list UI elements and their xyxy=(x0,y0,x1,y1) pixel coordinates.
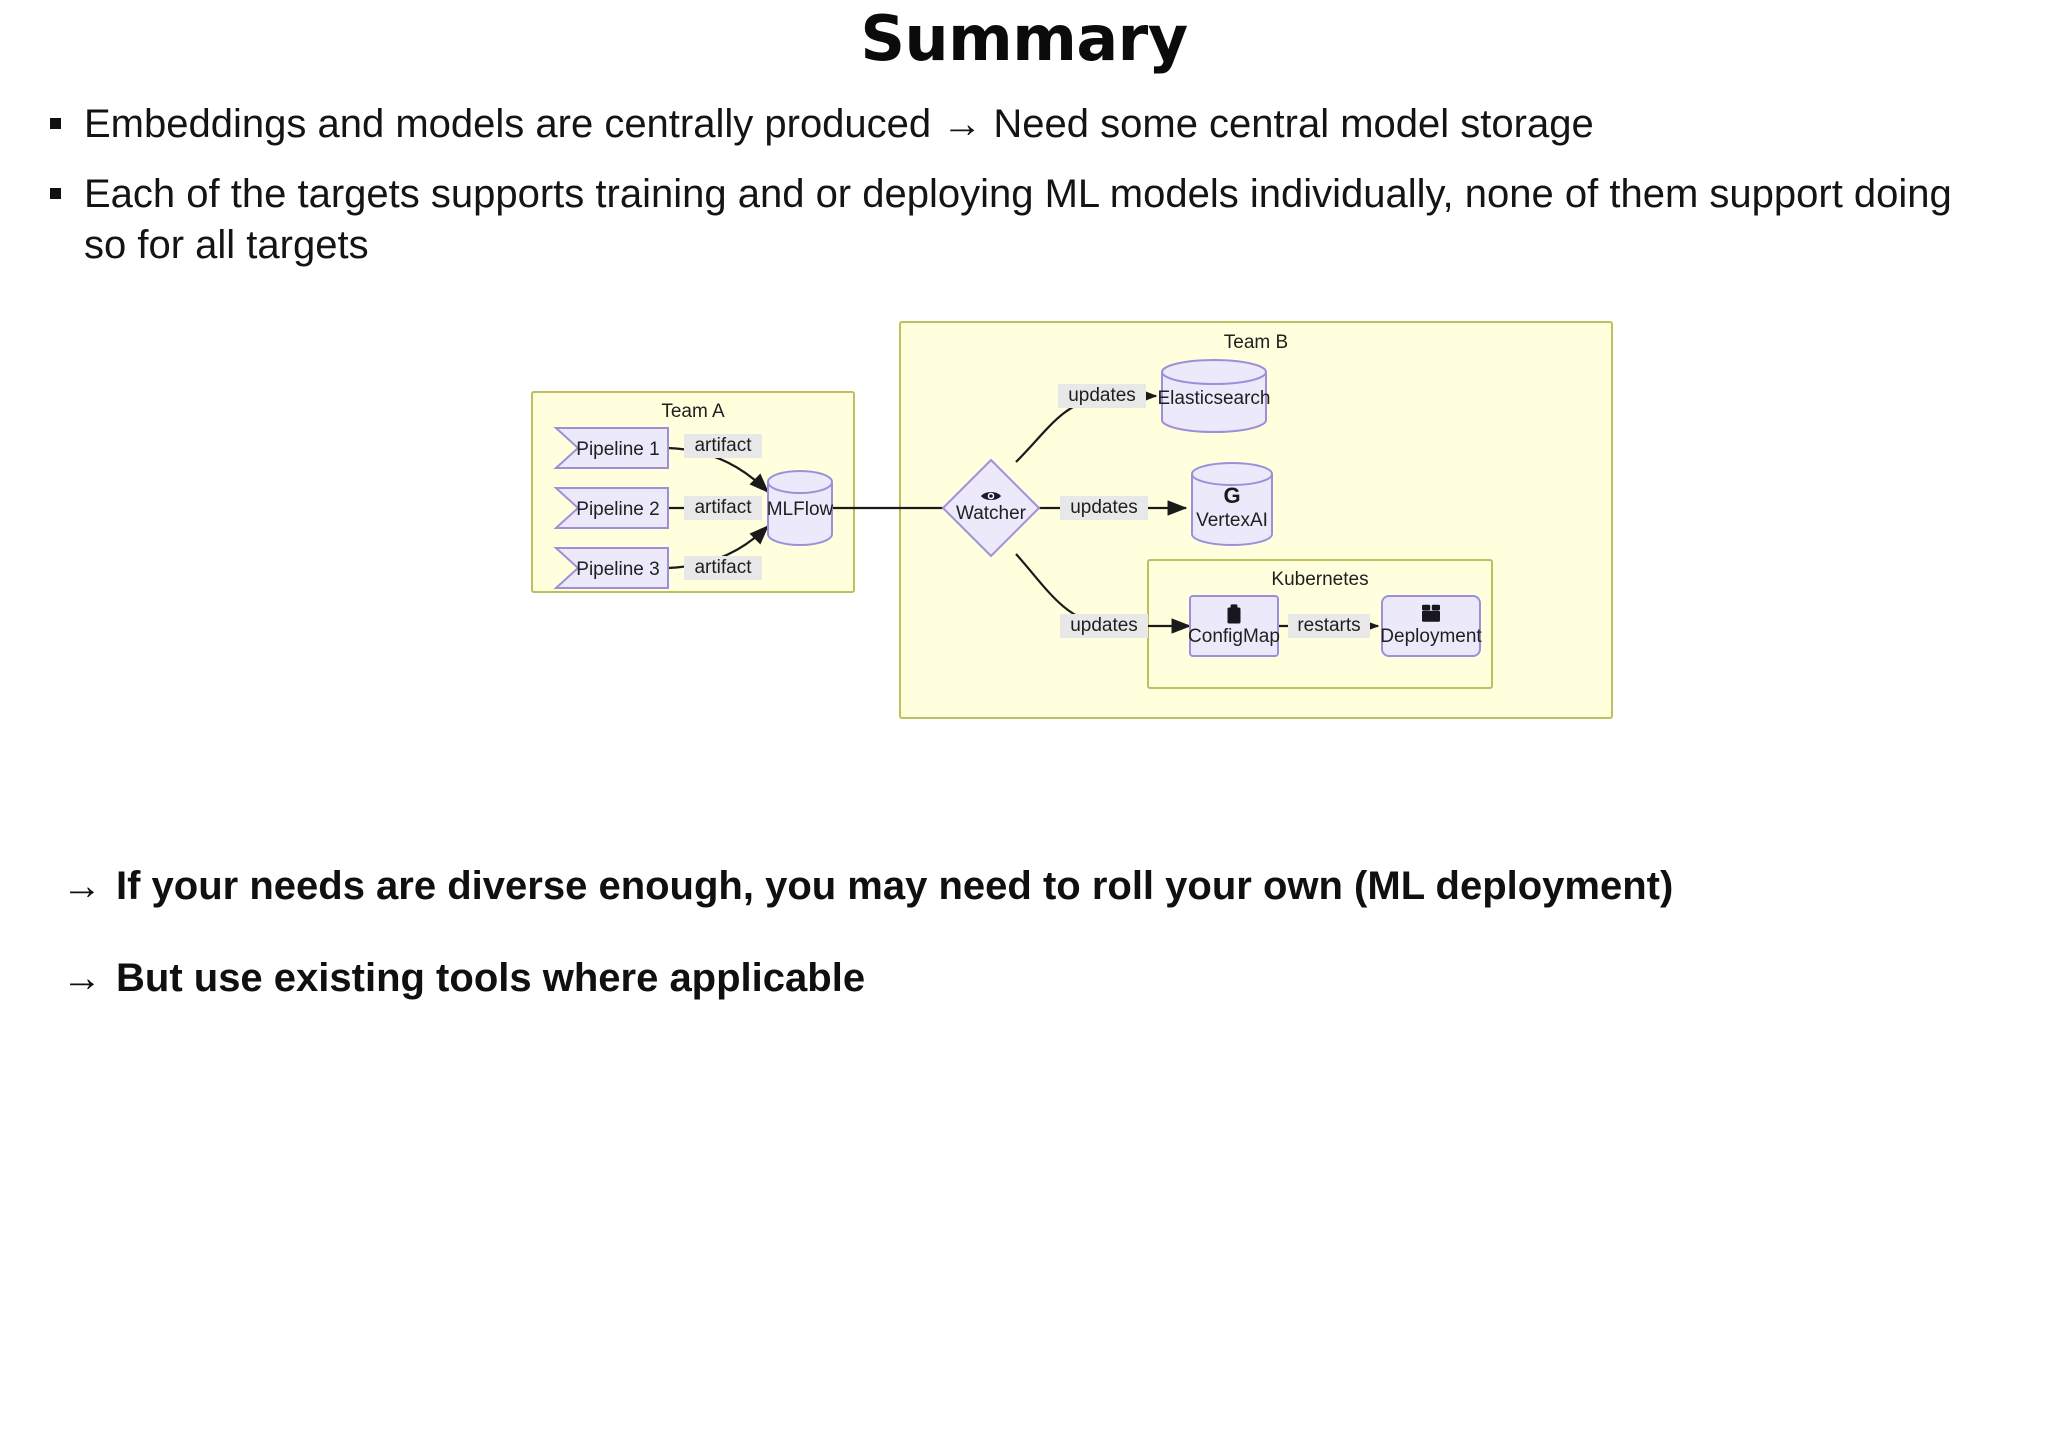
svg-text:restarts: restarts xyxy=(1297,615,1360,636)
svg-text:updates: updates xyxy=(1068,385,1136,406)
edge-label-updates-vertexai: updates xyxy=(1060,496,1148,520)
google-g-icon: G xyxy=(1223,483,1240,508)
svg-text:artifact: artifact xyxy=(694,497,752,518)
bullet-list: Embeddings and models are centrally prod… xyxy=(0,99,2048,270)
vertexai-label: VertexAI xyxy=(1196,510,1268,531)
node-pipeline-2[interactable]: Pipeline 2 xyxy=(553,487,669,529)
node-pipeline-1[interactable]: Pipeline 1 xyxy=(553,427,669,469)
svg-text:artifact: artifact xyxy=(694,435,752,456)
edge-label-artifact-3: artifact xyxy=(684,556,762,580)
list-item: Embeddings and models are centrally prod… xyxy=(44,99,1988,149)
svg-text:updates: updates xyxy=(1070,615,1138,636)
pipeline-1-label: Pipeline 1 xyxy=(576,439,659,460)
svg-text:updates: updates xyxy=(1070,497,1138,518)
team-a-label: Team A xyxy=(661,401,725,422)
svg-text:artifact: artifact xyxy=(694,557,752,578)
conclusion-line: → But use existing tools where applicable xyxy=(62,952,1862,1004)
pipeline-3-shape xyxy=(553,547,669,589)
square-bullet-icon xyxy=(50,118,61,130)
configmap-label: ConfigMap xyxy=(1188,626,1280,647)
mlflow-cylinder-top xyxy=(767,470,833,494)
clipboard-icon xyxy=(1227,604,1241,624)
conclusion-text: If your needs are diverse enough, you ma… xyxy=(116,864,1674,908)
right-arrow-icon: → xyxy=(62,864,102,908)
edge-label-updates-configmap: updates xyxy=(1060,614,1148,638)
bullet-text: Each of the targets supports training an… xyxy=(84,172,1952,267)
mlflow-cylinder-body xyxy=(767,481,833,546)
right-arrow-icon: → xyxy=(62,956,102,1000)
deployment-shape xyxy=(1381,595,1481,657)
eye-icon xyxy=(981,491,1001,501)
node-vertexai[interactable]: G VertexAI xyxy=(1191,462,1273,546)
elasticsearch-label: Elasticsearch xyxy=(1158,388,1271,409)
node-watcher[interactable]: Watcher xyxy=(941,458,1041,558)
list-item: Each of the targets supports training an… xyxy=(44,169,1988,270)
kubernetes-label: Kubernetes xyxy=(1271,569,1368,590)
node-elasticsearch[interactable]: Elasticsearch xyxy=(1158,359,1271,433)
edge-label-artifact-1: artifact xyxy=(684,434,762,458)
node-deployment[interactable]: Deployment xyxy=(1380,595,1482,657)
pipeline-1-shape xyxy=(553,427,669,469)
mlflow-label: MLFlow xyxy=(767,499,834,520)
node-mlflow[interactable]: MLFlow xyxy=(767,470,834,546)
edge-labels: artifact artifact artifact updates updat… xyxy=(684,384,1370,638)
vertexai-cylinder-top xyxy=(1191,462,1273,486)
edge-label-restarts: restarts xyxy=(1288,614,1370,638)
watcher-diamond-shape xyxy=(941,458,1041,558)
conclusion-list: → If your needs are diverse enough, you m… xyxy=(62,860,1862,1044)
edge-label-updates-elasticsearch: updates xyxy=(1058,384,1146,408)
bullet-text: Embeddings and models are centrally prod… xyxy=(84,102,1594,147)
conclusion-line: → If your needs are diverse enough, you m… xyxy=(62,860,1862,912)
edge-pipeline3-mlflow xyxy=(667,525,769,570)
diagram-svg: Team B Team A Kubernetes xyxy=(531,321,1613,719)
node-pipeline-3[interactable]: Pipeline 3 xyxy=(553,547,669,589)
pipeline-2-shape xyxy=(553,487,669,529)
edge-pipeline1-mlflow xyxy=(667,446,769,493)
conclusion-text: But use existing tools where applicable xyxy=(116,956,866,1000)
package-icon xyxy=(1422,604,1440,622)
edge-label-artifact-2: artifact xyxy=(684,496,762,520)
square-bullet-icon xyxy=(50,188,61,200)
page-title: Summary xyxy=(860,2,1188,75)
deployment-label: Deployment xyxy=(1380,626,1482,647)
watcher-label: Watcher xyxy=(956,503,1027,524)
team-b-label: Team B xyxy=(1224,332,1288,353)
elasticsearch-cylinder-top xyxy=(1161,359,1267,385)
elasticsearch-cylinder-body xyxy=(1161,371,1267,433)
vertexai-cylinder-body xyxy=(1191,473,1273,546)
pipeline-2-label: Pipeline 2 xyxy=(576,499,659,520)
configmap-shape xyxy=(1189,595,1279,657)
node-configmap[interactable]: ConfigMap xyxy=(1188,595,1280,657)
pipeline-3-label: Pipeline 3 xyxy=(576,559,659,580)
architecture-diagram: Team B Team A Kubernetes xyxy=(0,300,2048,770)
